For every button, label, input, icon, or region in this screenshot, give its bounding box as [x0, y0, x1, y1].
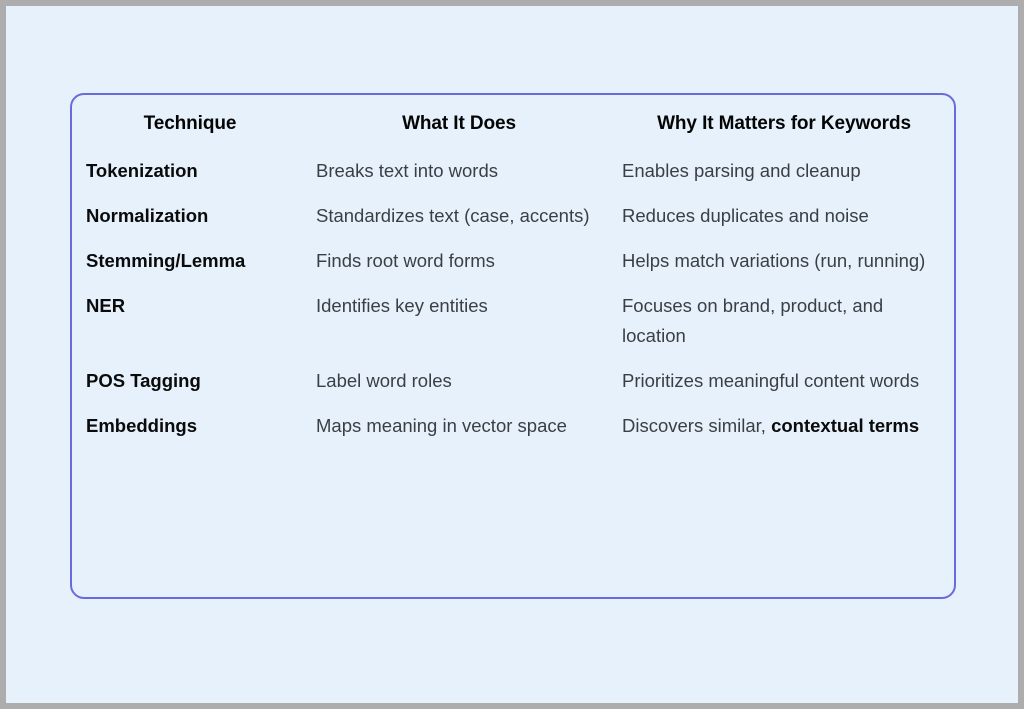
cell-text-plain: Reduces duplicates and noise — [622, 205, 869, 226]
table-row: POS Tagging — [86, 370, 201, 391]
table-row: Standardizes text (case, accents) — [316, 205, 590, 226]
table-row: Normalization — [86, 205, 209, 226]
table-row: Prioritizes meaningful content words — [612, 351, 952, 396]
table-row: Helps match variations (run, running) — [612, 231, 952, 276]
techniques-table-card: Technique What It Does Why It Matters fo… — [70, 93, 956, 599]
table-row: NER — [86, 295, 126, 316]
cell-text-plain: Helps match variations (run, running) — [622, 250, 926, 271]
column-header-what-it-does: What It Does — [402, 113, 516, 134]
table-row: Breaks text into words — [316, 160, 498, 181]
cell-text-plain: Prioritizes meaningful content words — [622, 370, 920, 391]
table-row: Finds root word forms — [316, 250, 495, 271]
techniques-table: Technique What It Does Why It Matters fo… — [72, 95, 952, 441]
cell-text-plain: Enables parsing and cleanup — [622, 160, 861, 181]
table-row: Focuses on brand, product, and location — [612, 276, 952, 351]
table-row: Identifies key entities — [316, 295, 488, 316]
cell-text-bold: contextual terms — [771, 415, 920, 436]
table-row: Label word roles — [316, 370, 452, 391]
table-row: Enables parsing and cleanup — [612, 141, 952, 186]
table-row: Stemming/Lemma — [86, 250, 246, 271]
table-row: Tokenization — [86, 160, 198, 181]
table-row: Discovers similar, contextual terms — [612, 396, 952, 441]
table-row: Maps meaning in vector space — [316, 415, 567, 436]
table-row: Embeddings — [86, 415, 198, 436]
cell-text-plain: Focuses on brand, product, and location — [622, 295, 884, 346]
column-header-why-it-matters: Why It Matters for Keywords — [657, 113, 911, 134]
column-header-technique: Technique — [143, 113, 237, 134]
cell-text-plain: Discovers similar, — [622, 415, 772, 436]
table-row: Reduces duplicates and noise — [612, 186, 952, 231]
